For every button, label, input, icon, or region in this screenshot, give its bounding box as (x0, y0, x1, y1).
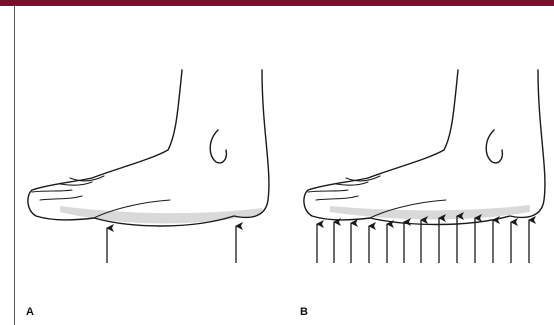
panel-b-arrows (317, 216, 529, 263)
foot-b-sole-shading (330, 205, 530, 220)
panel-b-label: B (300, 306, 308, 318)
panel-a-arrows (107, 226, 236, 263)
foot-b-outline (304, 70, 545, 225)
foot-a-toes (32, 176, 104, 200)
foot-a-ankle-bone (210, 130, 226, 163)
foot-b-illustration (304, 70, 545, 225)
foot-b-toes (308, 176, 380, 200)
panel-a-label: A (26, 306, 34, 318)
foot-b-ankle-bone (486, 130, 502, 163)
foot-a-sole-shading (60, 206, 262, 224)
foot-a-illustration (28, 70, 269, 226)
